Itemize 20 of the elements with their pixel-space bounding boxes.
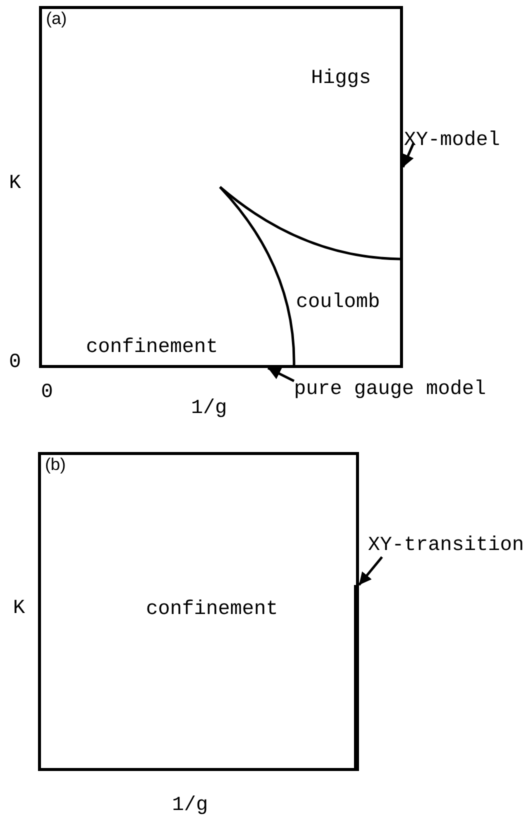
axis-label: K — [13, 599, 26, 619]
plot-frame — [38, 452, 359, 771]
leader-arrow — [267, 366, 295, 382]
axis-label: 1/g — [191, 399, 228, 419]
region-label: coulomb — [296, 293, 380, 313]
leader-arrow — [358, 556, 383, 586]
region-label: Higgs — [311, 69, 372, 89]
annotation-text: XY-model — [404, 131, 500, 151]
leader-arrow — [402, 142, 415, 168]
tick-label: 0 — [41, 383, 54, 403]
annotation-text: XY-transition — [368, 536, 524, 556]
panel-label: (b) — [45, 456, 66, 473]
panel-label: (a) — [46, 10, 67, 27]
region-label: confinement — [146, 600, 278, 620]
tick-label: 0 — [9, 353, 22, 373]
plot-frame — [39, 6, 403, 368]
axis-label: 1/g — [172, 796, 208, 816]
region-label: confinement — [86, 338, 218, 358]
annotation-text: pure gauge model — [294, 380, 486, 400]
axis-label: K — [9, 174, 22, 194]
